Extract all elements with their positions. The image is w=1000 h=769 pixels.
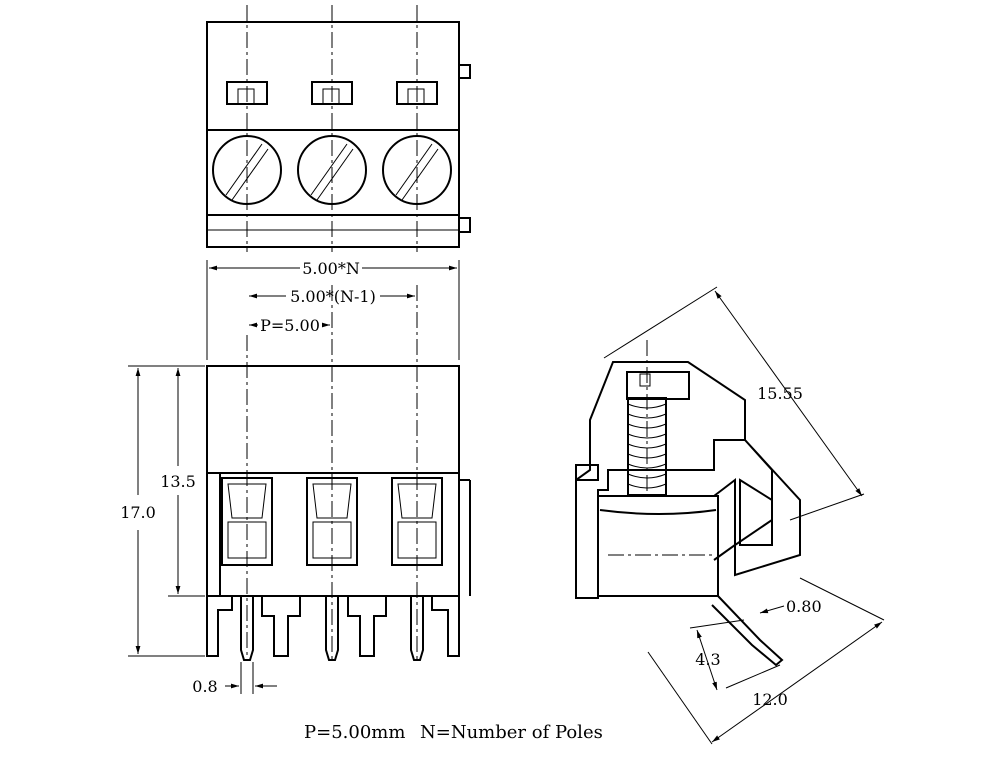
top-view xyxy=(206,5,471,252)
wire-opening-1 xyxy=(221,477,273,566)
pin-3 xyxy=(410,596,424,661)
dim-pitch: P=5.00 xyxy=(260,316,320,335)
screw-3 xyxy=(382,135,452,205)
dim-diag-length: 15.55 xyxy=(757,384,803,403)
dim-wire-dia: 0.80 xyxy=(786,597,822,616)
screw-2 xyxy=(297,135,367,205)
side-dimensions: 15.55 12.0 4.3 0.80 xyxy=(603,286,885,745)
horizontal-dimensions: 5.00*N 5.00*(N-1) P=5.00 xyxy=(206,259,460,360)
dim-pin-width: 0.8 xyxy=(192,677,217,696)
wire-opening-3 xyxy=(391,477,443,566)
dim-total-width: 5.00*N xyxy=(302,259,360,278)
dim-pitch-span: 5.00*(N-1) xyxy=(290,287,376,306)
pin-1 xyxy=(240,596,254,661)
top-window-3 xyxy=(396,81,438,105)
front-view xyxy=(206,285,471,661)
dim-height-overall: 17.0 xyxy=(120,503,156,522)
wire-opening-2 xyxy=(306,477,358,566)
bottom-feet xyxy=(206,596,460,657)
pin-2 xyxy=(325,596,339,661)
top-window-2 xyxy=(311,81,353,105)
vertical-dimensions: 17.0 13.5 0.8 xyxy=(120,365,277,696)
top-window-1 xyxy=(226,81,268,105)
note-pitch: P=5.00mm xyxy=(304,722,405,743)
note-poles: N=Number of Poles xyxy=(420,722,603,743)
dim-pin-length: 4.3 xyxy=(695,650,720,669)
dim-height-body: 13.5 xyxy=(160,472,196,491)
dim-depth: 12.0 xyxy=(752,690,788,709)
screw-1 xyxy=(212,135,282,205)
